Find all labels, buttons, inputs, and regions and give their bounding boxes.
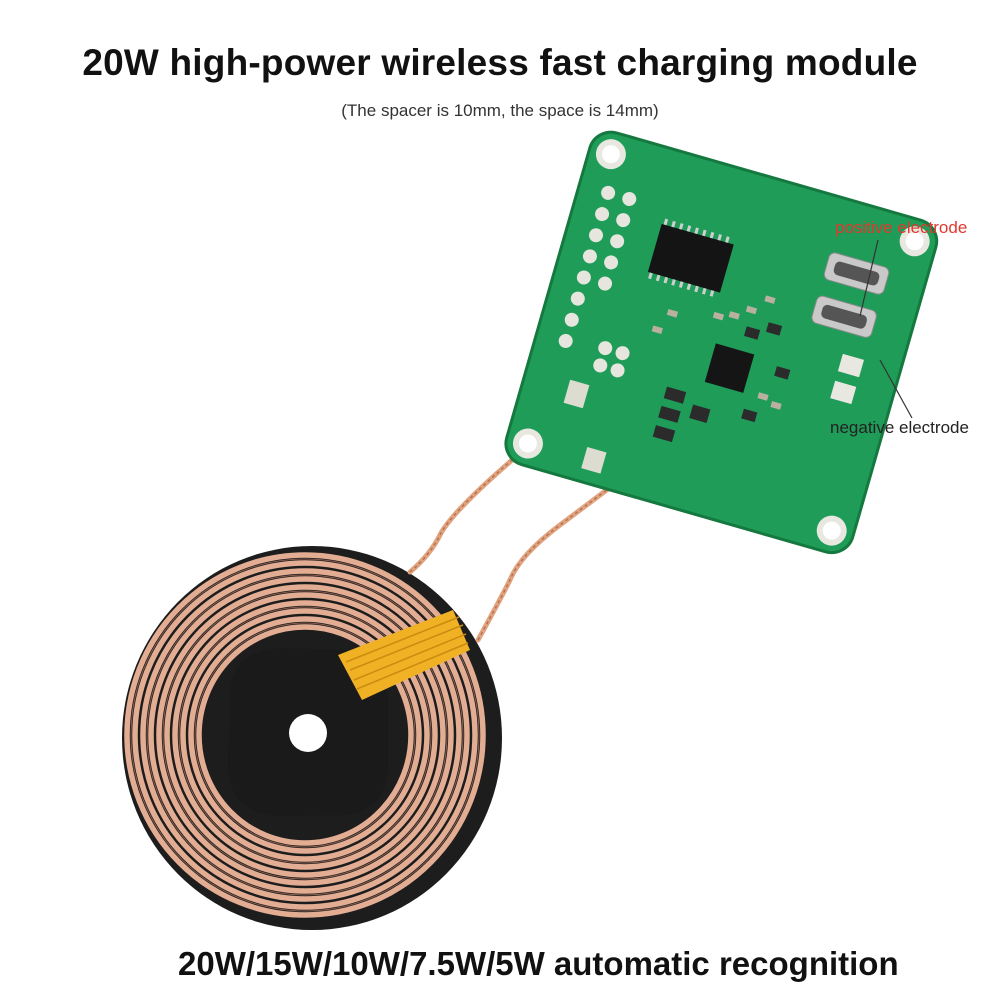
main-ic-chip <box>647 223 734 293</box>
negative-electrode-label: negative electrode <box>830 418 969 437</box>
positive-electrode-label: positive electrode <box>835 218 968 237</box>
kapton-tape <box>338 610 470 700</box>
page-subtitle: (The spacer is 10mm, the space is 14mm) <box>341 101 659 120</box>
copper-coil <box>124 552 486 918</box>
pcb-board <box>504 130 939 555</box>
page-title: 20W high-power wireless fast charging mo… <box>82 42 918 83</box>
center-hole <box>289 714 327 752</box>
positive-callout-line <box>859 239 879 317</box>
secondary-ic-chip <box>704 343 755 393</box>
footer-caption: 20W/15W/10W/7.5W/5W automatic recognitio… <box>178 945 899 982</box>
negative-callout-line <box>879 359 913 419</box>
coil-assembly <box>122 546 502 930</box>
